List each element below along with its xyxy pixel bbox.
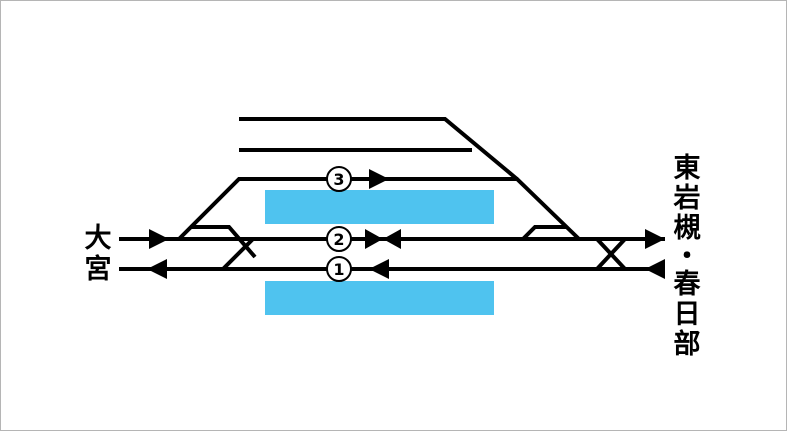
station-right-char-5: 春 bbox=[674, 269, 702, 300]
arrow-left-out-icon bbox=[147, 259, 167, 279]
track-1-badge: 1 bbox=[326, 256, 352, 282]
left-crossover-upper bbox=[190, 225, 257, 259]
arrow-right-out-icon bbox=[645, 229, 665, 249]
station-right-char-7: 部 bbox=[674, 328, 701, 360]
station-label-higashi-iwatsuki-kasukabe: 東 岩 槻 ・ 春 日 部 bbox=[673, 153, 702, 360]
station-label-omiya: 大 宮 bbox=[85, 223, 112, 285]
arrow-track1-icon bbox=[369, 259, 389, 279]
station-right-char-2: 岩 bbox=[673, 183, 701, 214]
station-right-char-1: 東 bbox=[674, 153, 701, 184]
track-1-number: 1 bbox=[333, 260, 344, 279]
siding-track-upper bbox=[239, 117, 519, 181]
right-scissor-b bbox=[595, 237, 627, 271]
arrow-track2-right-icon bbox=[365, 229, 383, 249]
arrow-track2-left-icon bbox=[383, 229, 401, 249]
station-right-char-6: 日 bbox=[674, 299, 701, 330]
track-3-number: 3 bbox=[333, 170, 344, 189]
platform-lower bbox=[265, 281, 494, 315]
arrow-right-in-icon bbox=[645, 259, 665, 279]
left-crossover-lower bbox=[221, 237, 255, 271]
arrow-track3-icon bbox=[369, 169, 389, 189]
arrow-left-in-icon bbox=[149, 229, 169, 249]
track-2-badge: 2 bbox=[326, 226, 352, 252]
station-omiya-char-1: 大 bbox=[85, 223, 112, 254]
track-2-number: 2 bbox=[333, 230, 344, 249]
station-right-char-4: ・ bbox=[674, 241, 701, 272]
right-crossover bbox=[521, 225, 567, 241]
track-3-badge: 3 bbox=[326, 166, 352, 192]
platform-upper bbox=[265, 190, 494, 224]
station-right-char-3: 槻 bbox=[674, 213, 701, 244]
station-omiya-char-2: 宮 bbox=[85, 253, 112, 285]
